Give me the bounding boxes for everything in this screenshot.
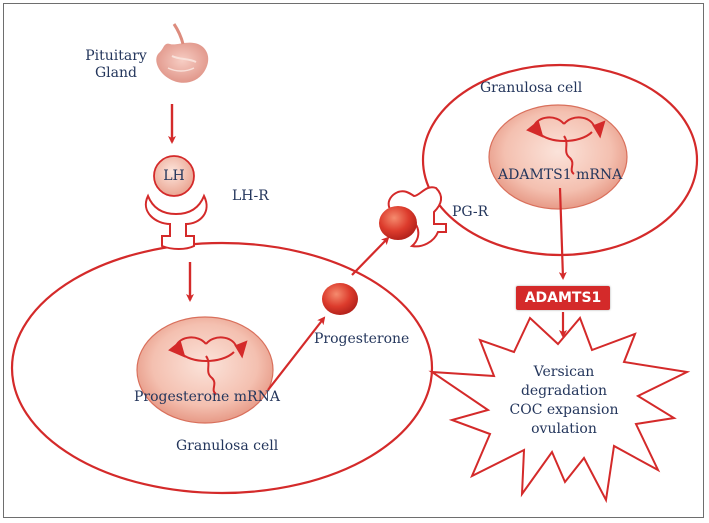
arrow-mrna-to-adamts1 bbox=[558, 187, 567, 280]
granulosa-cell-bottom-label: Granulosa cell bbox=[176, 438, 279, 454]
dna-icon-bottom bbox=[168, 336, 248, 395]
lh-ligand bbox=[153, 155, 195, 197]
lh-receptor-shape bbox=[145, 193, 208, 250]
lh-label: LH bbox=[163, 168, 185, 184]
adamts1-protein-badge: ADAMTS1 bbox=[516, 286, 610, 310]
progesterone-molecule-bound bbox=[379, 206, 417, 240]
adamts1-protein-label: ADAMTS1 bbox=[524, 290, 602, 306]
granulosa-cell-top-label: Granulosa cell bbox=[480, 80, 583, 96]
outcome-line-4: ovulation bbox=[531, 421, 597, 437]
outcome-starburst bbox=[428, 316, 691, 504]
progesterone-molecule-inner bbox=[322, 283, 358, 315]
lh-r-label: LH-R bbox=[232, 188, 269, 204]
arrow-progesterone-to-pgr bbox=[351, 236, 390, 276]
adamts1-mrna-label: ADAMTS1 mRNA bbox=[498, 167, 623, 183]
pituitary-gland-label: Pituitary Gland bbox=[85, 48, 147, 81]
outcome-text: Versican degradation COC expansion ovula… bbox=[494, 363, 634, 439]
nucleus-top bbox=[488, 104, 628, 210]
outcome-line-1: Versican bbox=[533, 364, 595, 380]
progesterone-mrna-label: Progesterone mRNA bbox=[134, 389, 280, 405]
outcome-line-3: COC expansion bbox=[509, 402, 619, 418]
pg-r-label: PG-R bbox=[452, 204, 489, 220]
dna-icon-top bbox=[526, 116, 606, 175]
pituitary-gland-icon bbox=[156, 23, 209, 83]
progesterone-label: Progesterone bbox=[314, 331, 410, 347]
arrow-nucleus-to-progesterone bbox=[267, 316, 326, 391]
nucleus-bottom bbox=[136, 316, 274, 424]
outcome-line-2: degradation bbox=[520, 383, 608, 399]
